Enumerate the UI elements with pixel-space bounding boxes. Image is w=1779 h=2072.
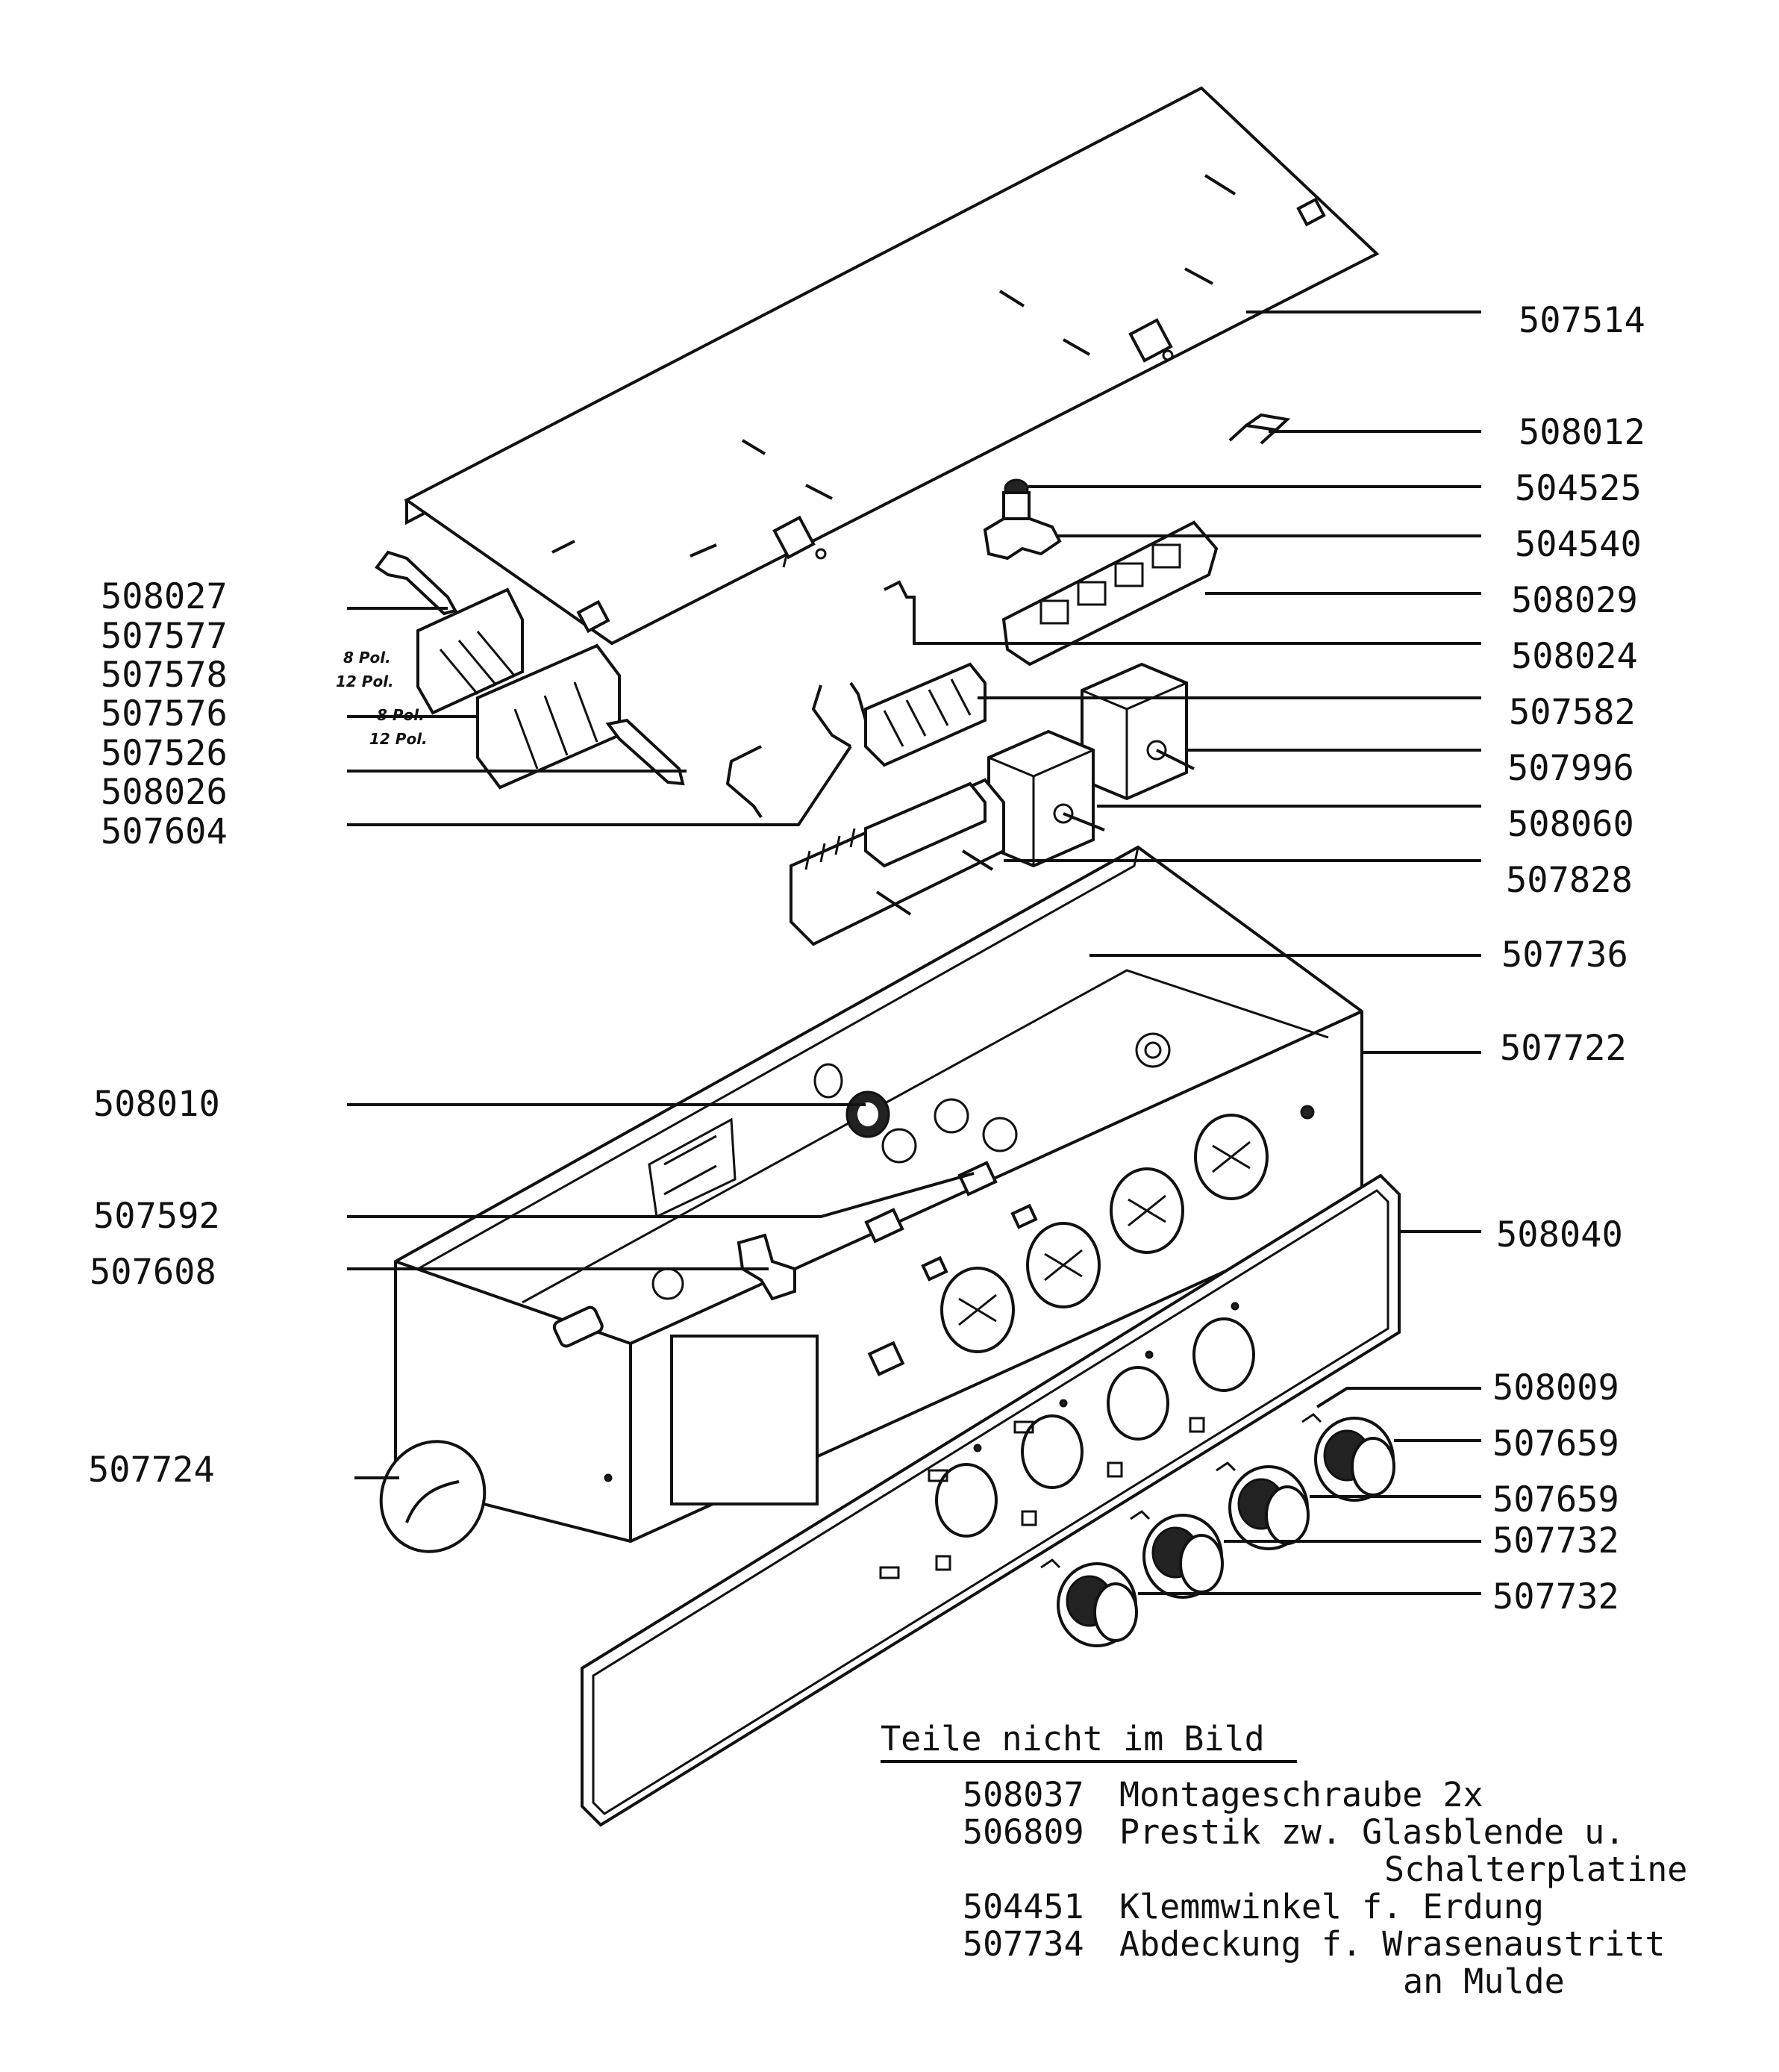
part-number: 507577 [101, 616, 228, 657]
not-shown-text: Abdeckung f. Wrasenaustritt [1119, 1924, 1666, 1964]
not-shown-code: 508037 [963, 1775, 1084, 1814]
pole-label: 8 Pol. [343, 649, 391, 667]
part-number: 504540 [1515, 524, 1642, 565]
bracket-508024 [884, 580, 925, 645]
rotary-switch-508060 [987, 729, 1105, 868]
part-number: 507732 [1492, 1520, 1619, 1561]
knob-index-marks [1040, 1413, 1322, 1569]
not-shown-code: 504451 [963, 1887, 1084, 1926]
pole-label: 8 Pol. [377, 706, 425, 724]
clip-508027 [375, 550, 457, 616]
clip-507526 [605, 718, 685, 786]
part-number: 507592 [93, 1196, 220, 1237]
part-number: 507576 [101, 693, 228, 734]
not-shown-text: Montageschraube 2x [1119, 1775, 1483, 1814]
rotary-switch-507996 [1081, 662, 1195, 801]
part-number: 508029 [1511, 580, 1638, 621]
connector-507577-507578 [416, 587, 524, 715]
parts-not-shown: Teile nicht im Bild 508037 Montageschrau… [881, 1719, 1687, 2001]
part-number: 508027 [101, 576, 228, 617]
cover-plate [404, 86, 1380, 646]
part-number: 508009 [1492, 1367, 1619, 1408]
part-number: 507659 [1492, 1423, 1619, 1464]
knob-507732-a [1142, 1514, 1224, 1599]
switch-platform-507828 [790, 778, 1005, 946]
part-number: 508026 [101, 772, 228, 813]
not-shown-code: 507734 [963, 1924, 1084, 1964]
clip-508012 [1228, 413, 1291, 445]
terminal-strip-508029 [1001, 520, 1219, 667]
knob-507659-a [1314, 1417, 1395, 1502]
part-number: 508060 [1507, 804, 1634, 845]
fuse-holder-504525-504540 [983, 478, 1062, 561]
part-number: 508012 [1519, 412, 1645, 453]
grommet-508010 [845, 1090, 890, 1138]
part-labels-right: 507514 508012 504525 504540 508029 50802… [1492, 300, 1645, 1617]
switch-opening [940, 1114, 1269, 1353]
part-number: 507604 [101, 811, 228, 852]
switch-block-507582 [864, 662, 987, 767]
not-shown-heading: Teile nicht im Bild [881, 1719, 1265, 1759]
part-number: 507659 [1492, 1479, 1619, 1520]
cover-cap-507724 [379, 1440, 487, 1553]
part-number: 507996 [1507, 748, 1634, 789]
part-number: 507732 [1492, 1576, 1619, 1617]
part-number: 507828 [1506, 860, 1633, 901]
leader-lines [347, 311, 1481, 1595]
part-number: 507736 [1501, 934, 1628, 976]
part-labels-left: 508027 507577 507578 507576 507526 50802… [88, 576, 228, 1491]
part-number: 504525 [1515, 468, 1642, 509]
connector-pole-labels: 8 Pol. 12 Pol. 8 Pol. 12 Pol. [336, 649, 428, 748]
connector-507576 [476, 643, 621, 790]
part-number: 507724 [88, 1450, 215, 1491]
knob-507659-b [1228, 1465, 1310, 1550]
knob-507732-b [1057, 1562, 1138, 1647]
part-number: 508040 [1496, 1214, 1623, 1255]
not-shown-text: Schalterplatine [1384, 1850, 1687, 1889]
not-shown-text: Prestik zw. Glasblende u. [1119, 1812, 1625, 1852]
part-number: 508010 [93, 1084, 220, 1125]
part-number: 507582 [1509, 692, 1636, 733]
part-number: 507526 [101, 733, 228, 774]
part-number: 507578 [101, 655, 228, 696]
part-number: 508024 [1511, 636, 1638, 677]
not-shown-code: 506809 [963, 1812, 1084, 1852]
part-number: 507722 [1500, 1028, 1627, 1069]
pole-label: 12 Pol. [369, 730, 428, 748]
glass-panel-508040 [581, 1173, 1401, 1827]
pole-label: 12 Pol. [336, 673, 394, 690]
wire-terminal-507604 [725, 681, 867, 819]
not-shown-text: an Mulde [1403, 1962, 1565, 2001]
part-number: 507514 [1519, 300, 1645, 341]
not-shown-text: Klemmwinkel f. Erdung [1119, 1887, 1544, 1926]
part-number: 507608 [90, 1252, 216, 1293]
